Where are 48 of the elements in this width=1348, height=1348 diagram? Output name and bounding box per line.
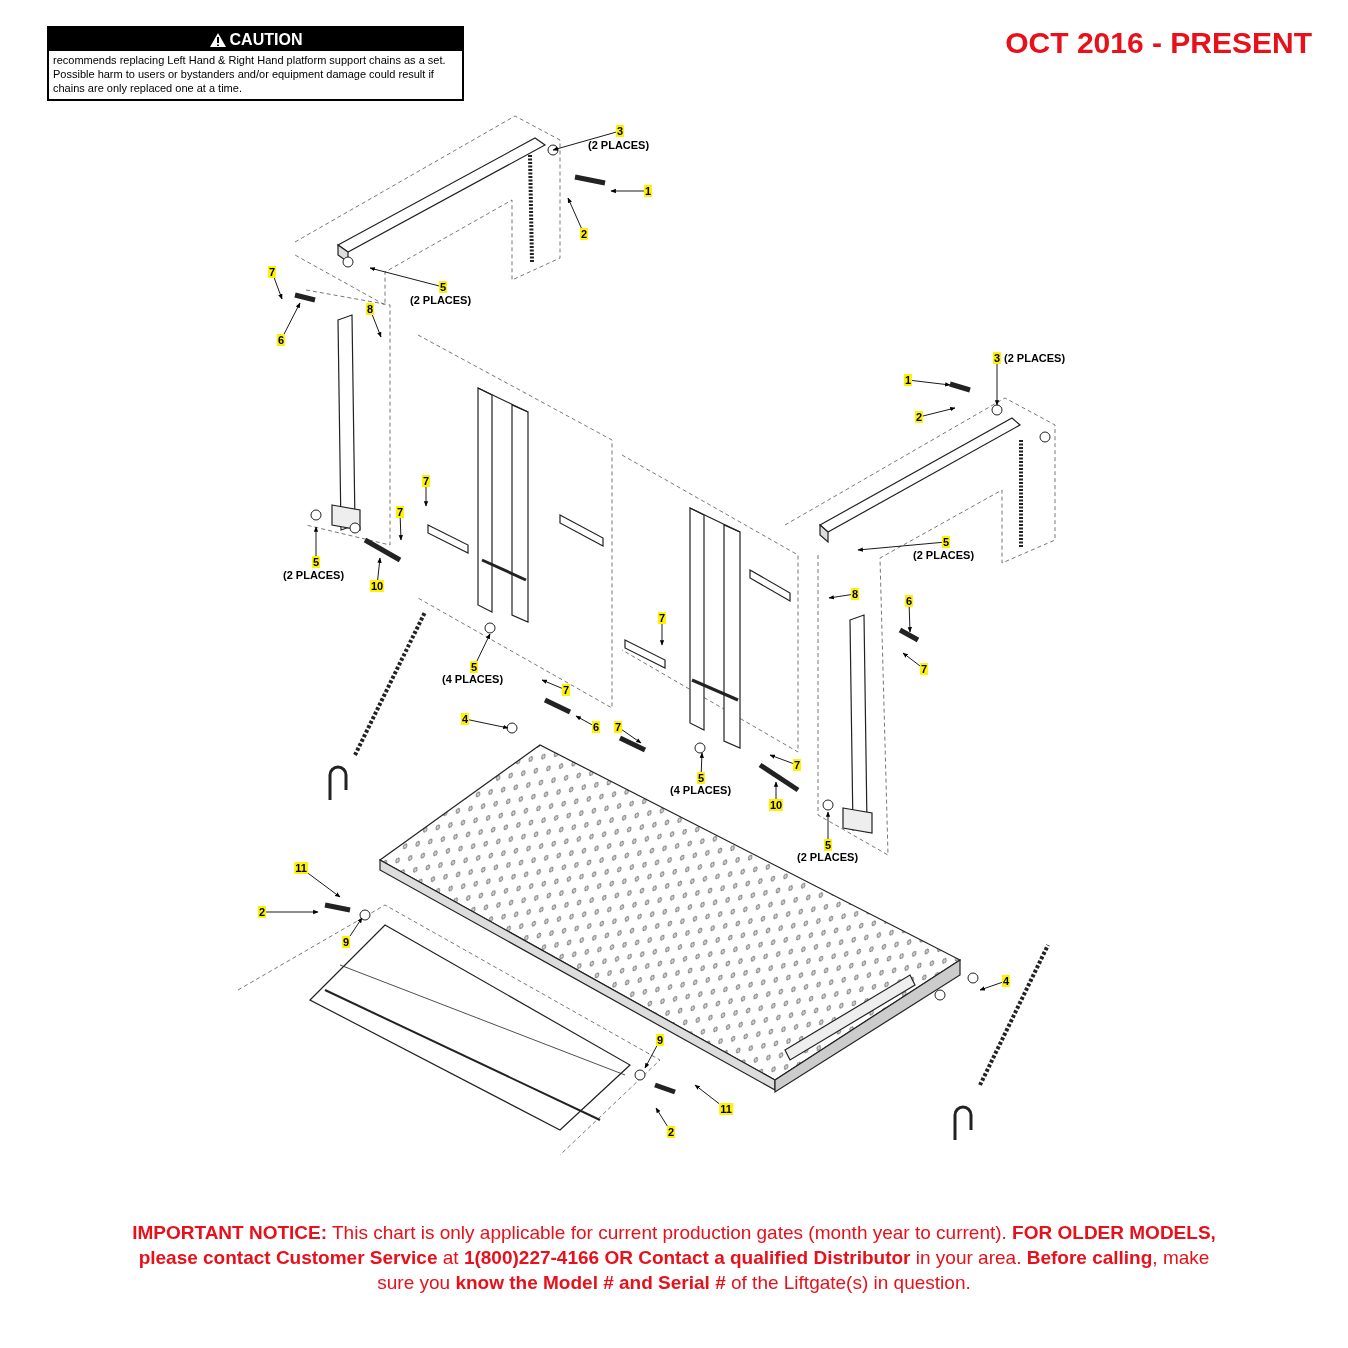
callout-number: 1 xyxy=(903,374,913,386)
callout-number: 7 xyxy=(657,612,667,624)
callout-number: 7 xyxy=(421,475,431,487)
callout-number: 11 xyxy=(719,1103,733,1115)
callout-number: 11 xyxy=(294,862,308,874)
callout-number: 10 xyxy=(768,799,784,811)
callout-number: 7 xyxy=(792,759,802,771)
date-range-heading: OCT 2016 - PRESENT xyxy=(1005,26,1312,60)
callout-number: 9 xyxy=(655,1034,665,1046)
callout-number: 2 xyxy=(579,228,589,240)
callout-number: 5 xyxy=(311,556,321,568)
callout-number: 4 xyxy=(460,713,470,725)
callout-number: 5 xyxy=(469,661,479,673)
callout-number: 2 xyxy=(914,411,924,423)
callout-number: 7 xyxy=(561,684,571,696)
callout-number: 5 xyxy=(941,536,951,548)
notice-text: IMPORTANT NOTICE: This chart is only applicable for current production gates (month year to current). FOR OLDER MODELS, please contact Customer Service at 1(800)227-4166 OR Contact a qualified Distributor in your area. Before calling, make sure you know the Model # and Serial # of the Liftgate(s) in question. xyxy=(131,1221,1217,1295)
callout-number: 7 xyxy=(919,663,929,675)
caution-box xyxy=(47,26,464,101)
placement-note: (2 PLACES) xyxy=(797,851,859,863)
callout-number: 1 xyxy=(643,185,653,197)
callout-number: 5 xyxy=(438,281,448,293)
placement-note: (2 PLACES) xyxy=(913,549,975,561)
callout-number: 6 xyxy=(276,334,286,346)
placement-note: (2 PLACES) xyxy=(588,139,650,151)
callout-number: 4 xyxy=(1001,975,1011,987)
callout-number: 6 xyxy=(904,595,914,607)
callout-number: 2 xyxy=(257,906,267,918)
callout-number: 2 xyxy=(666,1126,676,1138)
callout-number: 5 xyxy=(696,772,706,784)
callout-number: 7 xyxy=(267,266,277,278)
callout-number: 10 xyxy=(369,580,385,592)
callout-number: 5 xyxy=(823,839,833,851)
callout-number: 8 xyxy=(365,303,375,315)
placement-note: (4 PLACES) xyxy=(442,673,504,685)
callout-number: 3 xyxy=(992,352,1002,364)
placement-note: (4 PLACES) xyxy=(670,784,732,796)
callout-number: 3 xyxy=(615,125,625,137)
placement-note: (2 PLACES) xyxy=(283,569,345,581)
callout-number: 6 xyxy=(591,721,601,733)
callout-number: 7 xyxy=(613,721,623,733)
caution-heading: CAUTION xyxy=(229,31,303,49)
callout-number: 9 xyxy=(341,936,351,948)
placement-note: (2 PLACES) xyxy=(410,294,472,306)
callout-number: 8 xyxy=(850,588,860,600)
caution-text: recommends replacing Left Hand & Right Hand platform support chains as a set. Possible harm to users or bystanders and/or equipment damage could result if chains are only replaced one at a time. xyxy=(52,53,447,96)
placement-note: (2 PLACES) xyxy=(1004,352,1066,364)
callout-number: 7 xyxy=(395,506,405,518)
